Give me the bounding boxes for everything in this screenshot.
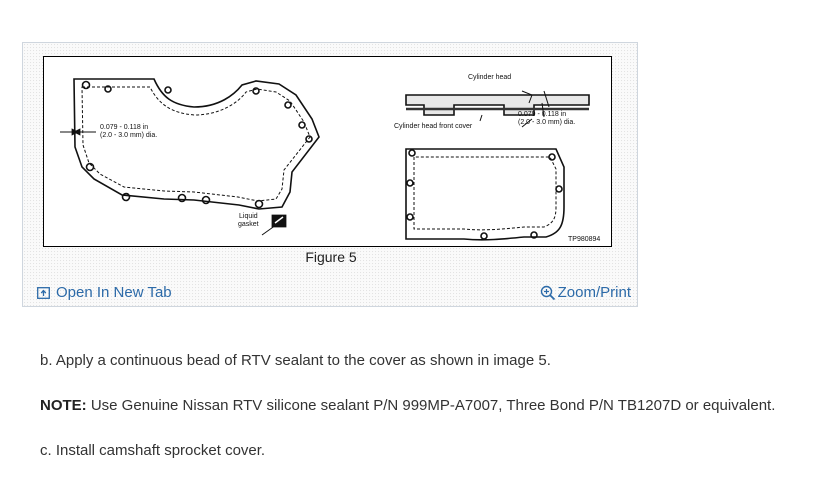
left-dimension-label-mm: (2.0 - 3.0 mm) dia. <box>100 132 158 139</box>
left-dimension-label-in: 0.079 - 0.118 in <box>100 124 149 131</box>
right-dimension-label-in: 0.079 - 0.118 in <box>518 111 567 118</box>
open-new-tab-icon <box>37 286 50 299</box>
note-paragraph: NOTE: Use Genuine Nissan RTV silicone se… <box>40 397 775 414</box>
open-in-new-tab-link[interactable]: Open In New Tab <box>37 284 172 301</box>
figure-card: 0.079 - 0.118 in (2.0 - 3.0 mm) dia. Liq… <box>22 42 638 307</box>
zoom-print-label: Zoom/Print <box>557 284 631 301</box>
figure-reference-code: TP980894 <box>568 236 601 243</box>
step-b-text: b. Apply a continuous bead of RTV sealan… <box>40 352 551 369</box>
step-c-text: c. Install camshaft sprocket cover. <box>40 442 266 459</box>
note-label: NOTE: <box>40 397 87 414</box>
gasket-diagram-drawing <box>60 78 590 241</box>
figure-caption: Figure 5 <box>305 249 357 265</box>
right-dimension-label-mm: (2.0 - 3.0 mm) dia. <box>518 119 576 126</box>
zoom-magnifier-icon <box>540 285 555 300</box>
cylinder-head-front-cover-label: Cylinder head front cover <box>394 123 473 130</box>
gasket-diagram: 0.079 - 0.118 in (2.0 - 3.0 mm) dia. Liq… <box>43 56 612 247</box>
note-text: Use Genuine Nissan RTV silicone sealant … <box>86 397 776 414</box>
open-in-new-tab-label: Open In New Tab <box>56 284 172 301</box>
cylinder-head-label: Cylinder head <box>468 74 512 81</box>
liquid-gasket-label-line2: gasket <box>238 221 259 228</box>
zoom-print-link[interactable]: Zoom/Print <box>540 284 631 301</box>
liquid-gasket-label-line1: Liquid <box>239 213 258 220</box>
